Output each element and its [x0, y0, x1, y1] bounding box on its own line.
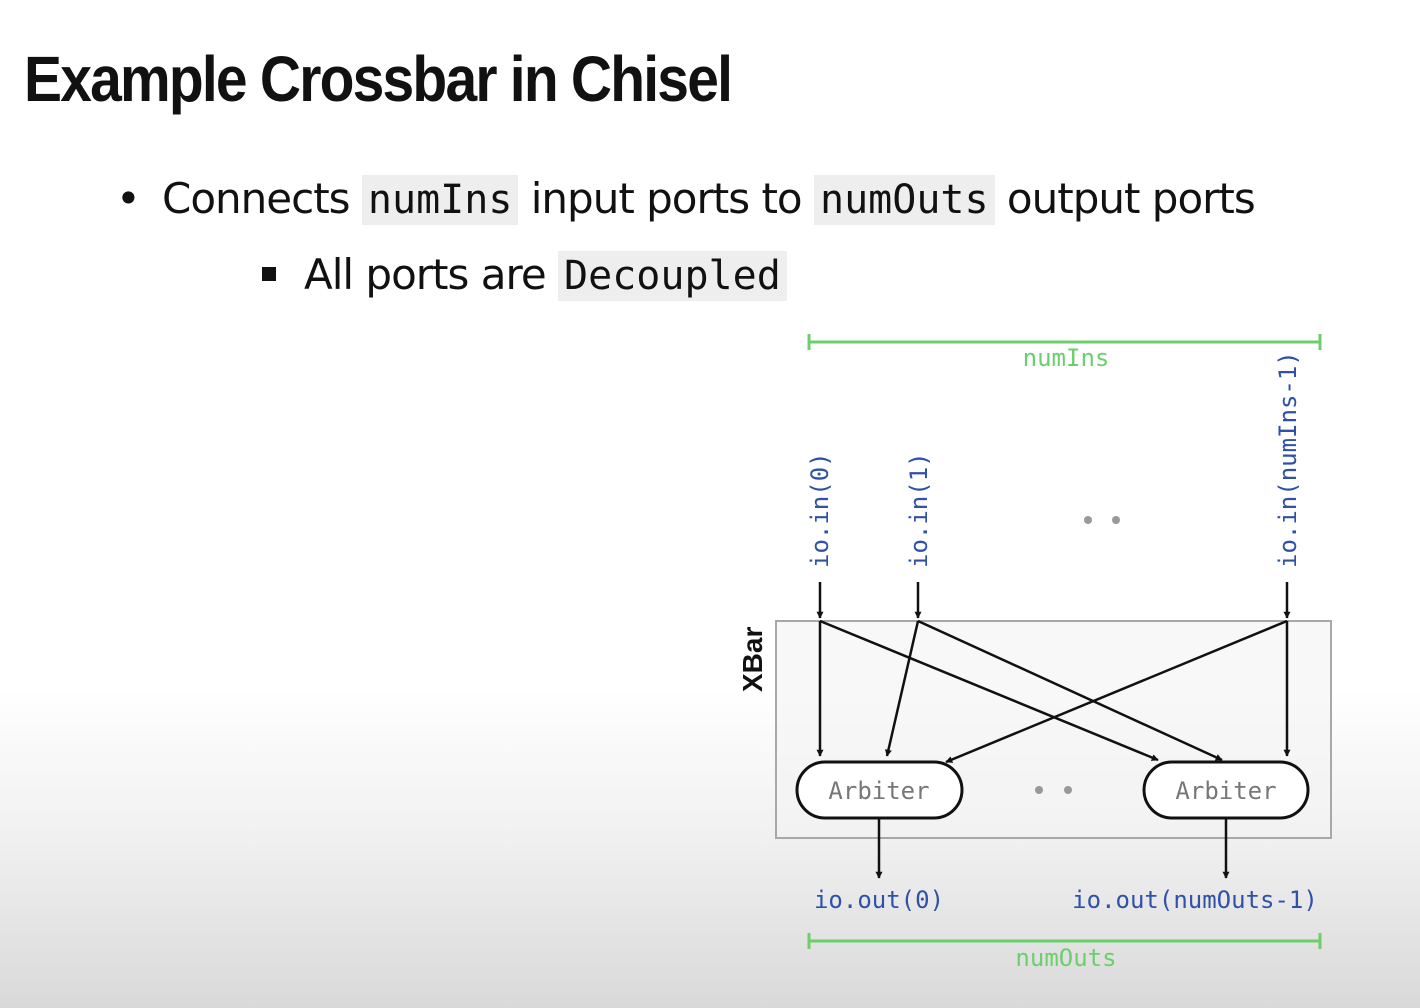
arbiter-right: Arbiter [1142, 760, 1310, 820]
code-num-outs: numOuts [813, 175, 995, 225]
arbiter-ellipsis-dot-1 [1035, 786, 1043, 794]
bullet-connects-text-3: output ports [994, 174, 1256, 223]
num-outs-dimension: numOuts [807, 933, 1322, 972]
xbar-label: XBar [737, 627, 768, 692]
output-label-last: io.out(numOuts-1) [1072, 886, 1318, 914]
input-ellipsis [1084, 516, 1120, 524]
slide-title: Example Crossbar in Chisel [24, 43, 733, 115]
num-outs-label: numOuts [1015, 944, 1116, 972]
bullet-square [262, 266, 276, 281]
num-ins-dimension: numIns [807, 334, 1322, 372]
route-in-last-to-arb0 [945, 619, 1288, 764]
bullet-connects-text-2: input ports to [518, 174, 814, 223]
input-label-1: io.in(1) [905, 452, 933, 568]
output-label-0: io.out(0) [814, 886, 944, 914]
code-decoupled: Decoupled [558, 251, 787, 301]
arbiter-left: Arbiter [795, 760, 964, 820]
arbiter-left-label: Arbiter [828, 777, 929, 805]
arbiter-ellipsis [1035, 786, 1072, 794]
num-ins-label: numIns [1023, 344, 1110, 372]
route-in0-to-arb-last [819, 619, 1159, 762]
code-num-ins: numIns [361, 175, 519, 225]
sub-bullet-text: All ports are [304, 250, 559, 299]
bullet-connects-text-1: Connects [162, 174, 362, 223]
input-ellipsis-dot-1 [1084, 516, 1092, 524]
input-label-0: io.in(0) [806, 452, 834, 568]
route-in1-to-arb-last [917, 619, 1223, 762]
route-in1-to-arb0 [884, 620, 920, 757]
arbiter-right-label: Arbiter [1175, 777, 1276, 805]
input-ellipsis-dot-2 [1112, 516, 1120, 524]
bullet-dot: • [116, 174, 141, 223]
input-label-last: io.in(numIns-1) [1274, 351, 1302, 568]
bullet-connects: •Connects numIns input ports to numOuts … [116, 174, 1256, 225]
sub-bullet-decoupled: All ports are Decoupled [262, 250, 787, 301]
arbiter-ellipsis-dot-2 [1064, 786, 1072, 794]
